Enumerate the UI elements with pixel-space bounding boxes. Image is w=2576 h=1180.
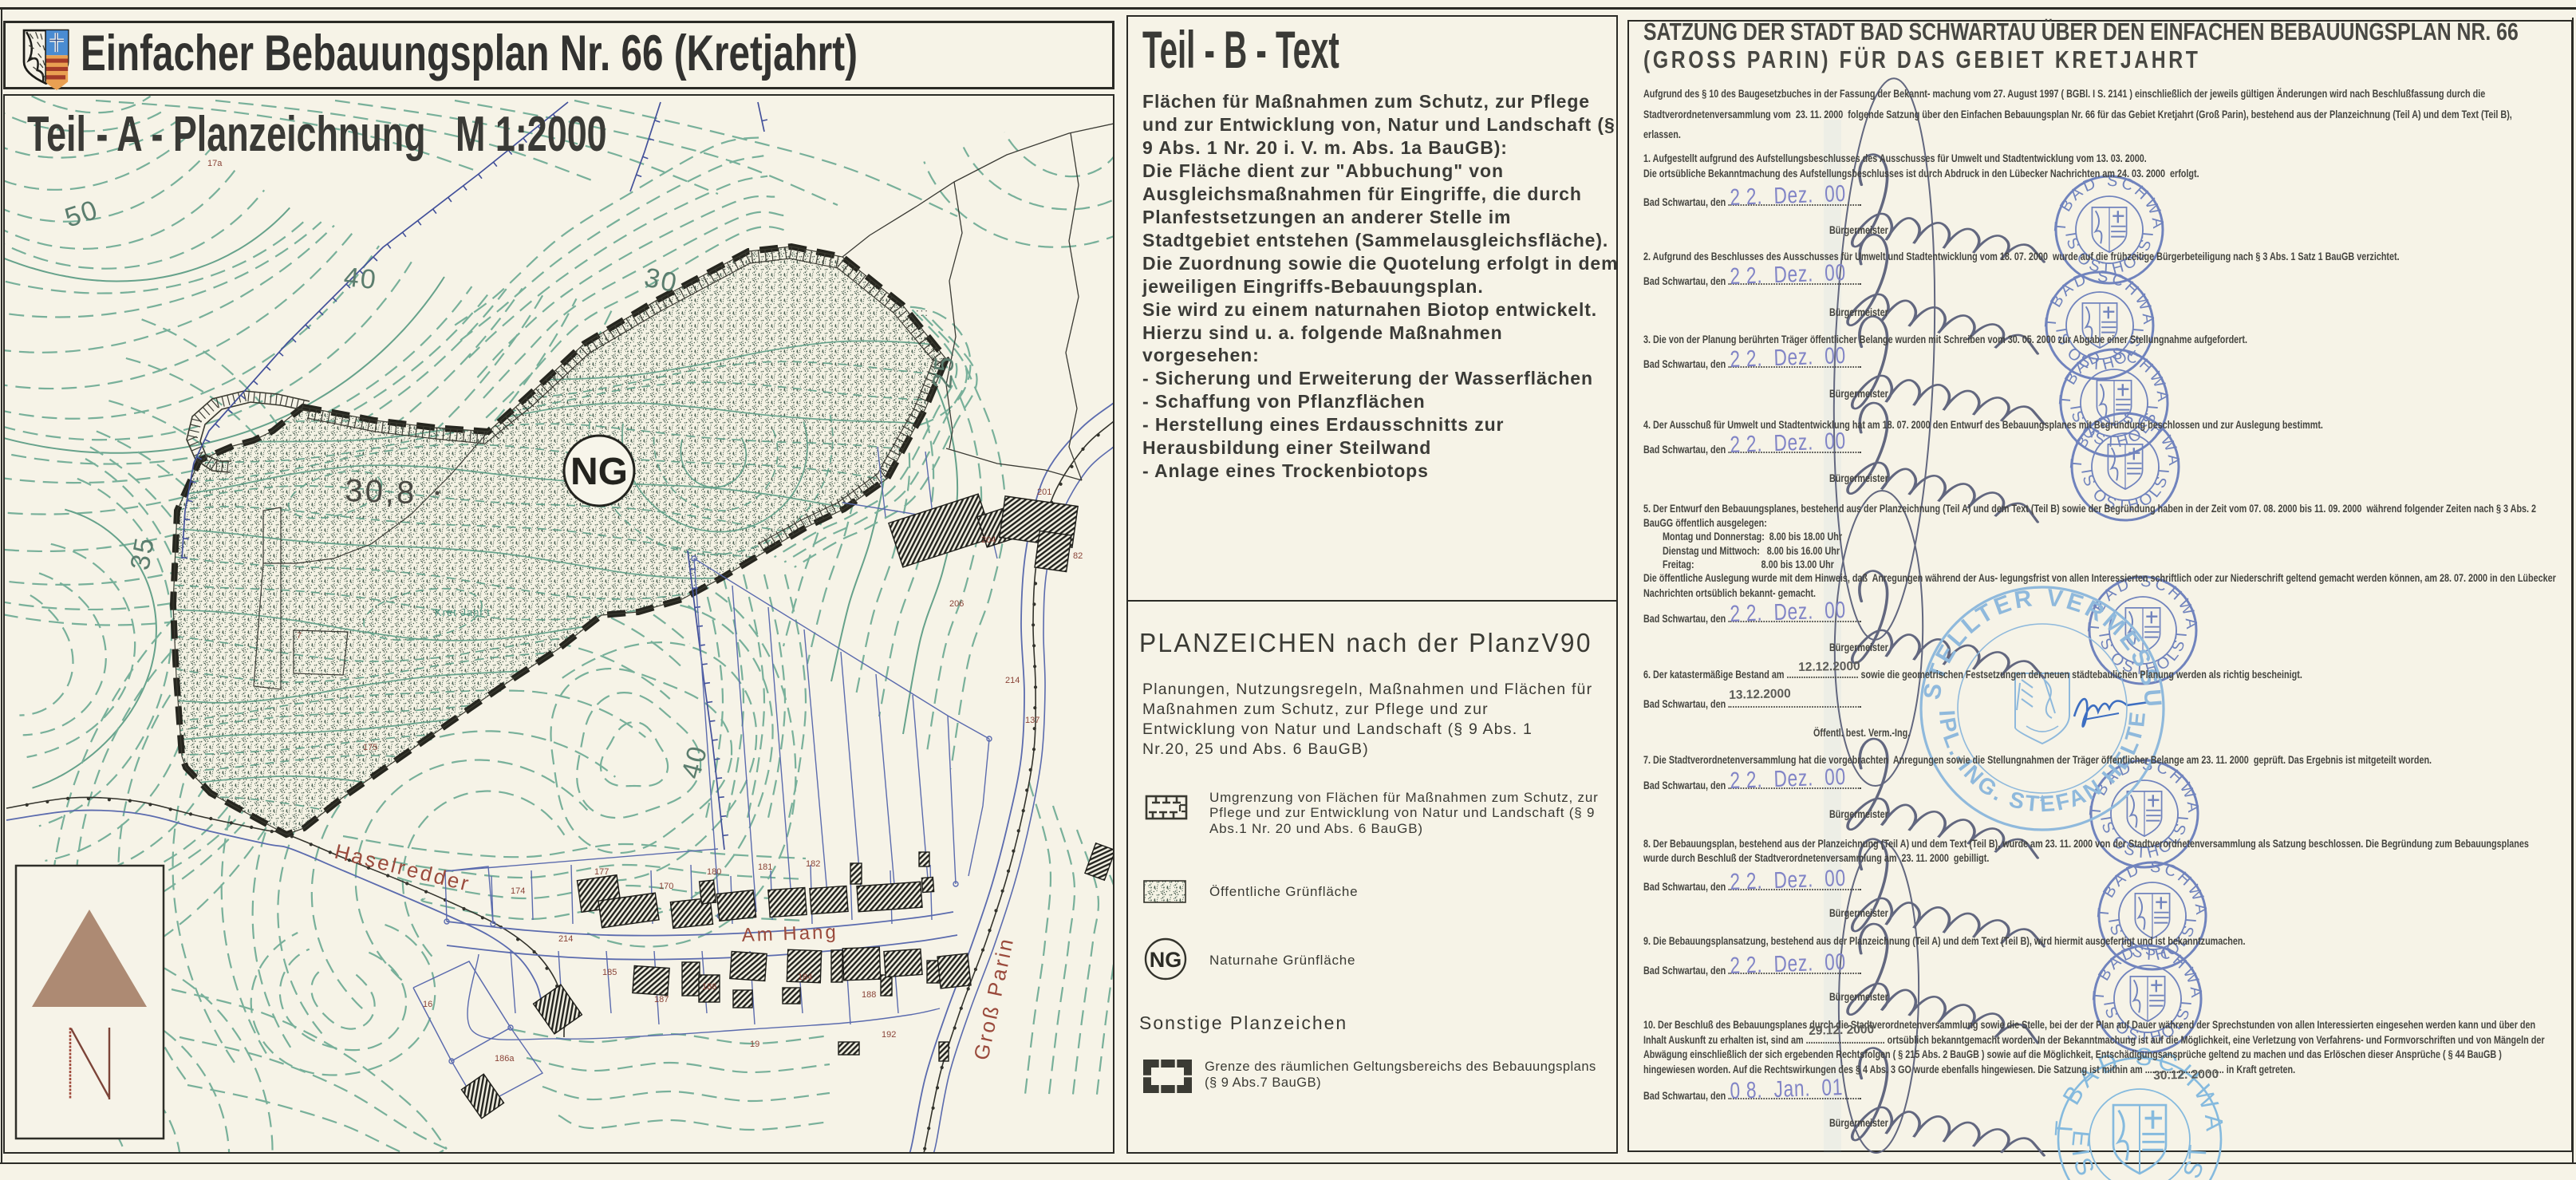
svg-text:50: 50 (61, 195, 103, 234)
svg-text:16: 16 (423, 1000, 432, 1009)
svg-text:NG: NG (570, 451, 628, 493)
svg-text:40: 40 (342, 262, 379, 295)
svg-text:30,8: 30,8 (345, 473, 417, 511)
svg-text:185: 185 (602, 968, 617, 977)
svg-text:214: 214 (558, 934, 573, 944)
svg-text:19: 19 (750, 1040, 759, 1049)
svg-text:: :..: : :.. (351, 510, 371, 519)
svg-text:206: 206 (949, 599, 964, 609)
svg-text:82: 82 (1073, 551, 1083, 561)
svg-text::::: ::: (916, 306, 929, 318)
svg-text:Kret Jahr't: Kret Jahr't (435, 606, 491, 618)
svg-text:170: 170 (659, 882, 673, 891)
svg-text:204: 204 (981, 535, 996, 545)
svg-text:NG: NG (1150, 948, 1182, 972)
svg-text:137: 137 (1025, 716, 1039, 725)
svg-text:188: 188 (862, 990, 876, 1000)
svg-text:Am Hang: Am Hang (741, 922, 838, 946)
svg-text:25: 25 (927, 354, 961, 390)
svg-text:181: 181 (758, 862, 772, 872)
svg-text:174: 174 (511, 886, 525, 896)
svg-text:30: 30 (641, 262, 680, 299)
svg-text:186: 186 (702, 982, 716, 992)
svg-text:35: 35 (124, 535, 160, 573)
svg-text:184: 184 (798, 973, 812, 982)
svg-text:175: 175 (363, 743, 377, 752)
svg-text:Groß Parin: Groß Parin (969, 934, 1019, 1062)
svg-text:186a: 186a (495, 1054, 515, 1064)
svg-text:187: 187 (654, 995, 669, 1004)
svg-text:201: 201 (1037, 487, 1051, 497)
svg-text:214: 214 (1005, 676, 1020, 685)
svg-text:*: * (2039, 791, 2046, 811)
svg-text:180: 180 (707, 867, 721, 877)
svg-text:177: 177 (594, 867, 609, 877)
svg-text:17a: 17a (207, 159, 223, 168)
svg-text:192: 192 (882, 1030, 896, 1040)
svg-text:7: 7 (297, 631, 302, 641)
svg-text:182: 182 (806, 859, 820, 869)
